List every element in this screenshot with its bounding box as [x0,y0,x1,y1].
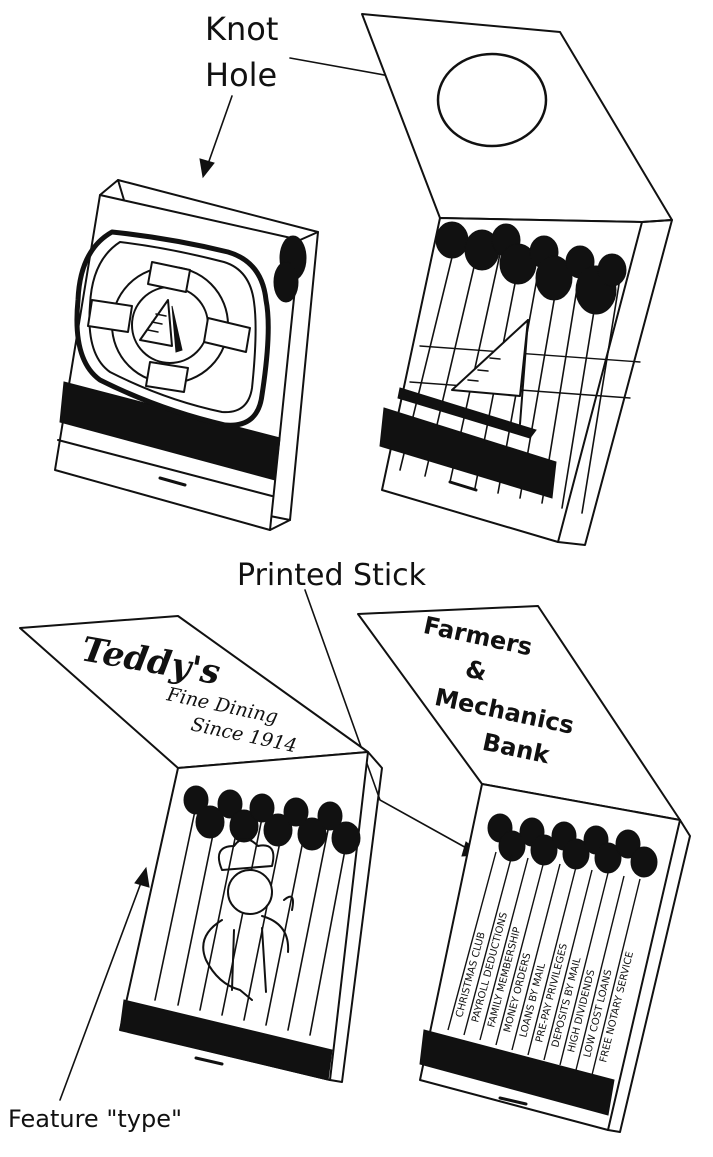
matchbook-open-knot-hole [361,13,673,546]
match-stick [511,863,561,1051]
feature-type-label: Feature "type" [8,1105,182,1133]
printed-stick-label: Printed Stick [237,558,427,593]
match-stick [575,875,625,1071]
match-stick [543,869,593,1061]
match-heads [183,785,361,855]
match-stick [447,851,497,1031]
feature-type-arrow [59,866,150,1101]
match-stick [479,857,529,1041]
match-stick [559,872,609,1066]
knot-hole-label-line2: Hole [205,56,277,94]
striker-strip [379,407,557,499]
match-stick [527,866,577,1056]
match-sticks [154,805,349,1036]
matchbook-teddys: Teddy's Fine Dining Since 1914 [19,615,383,1083]
knot-hole [436,52,548,148]
match-heads [435,221,627,315]
match-stick [591,878,641,1076]
chef-art [202,838,294,1001]
match-stick [463,854,513,1036]
life-ring-art [74,229,271,428]
match-heads [487,813,658,878]
striker-strip [419,1029,615,1116]
striker-strip [119,999,333,1081]
matchbook-bank: Farmers & Mechanics Bank CHRISTMAS CLUBP… [357,605,691,1133]
matchbook-closed-life-ring [54,179,319,531]
knot-hole-label-line1: Knot [205,10,278,48]
match-stick [495,860,545,1046]
sailboat-art [397,319,537,439]
